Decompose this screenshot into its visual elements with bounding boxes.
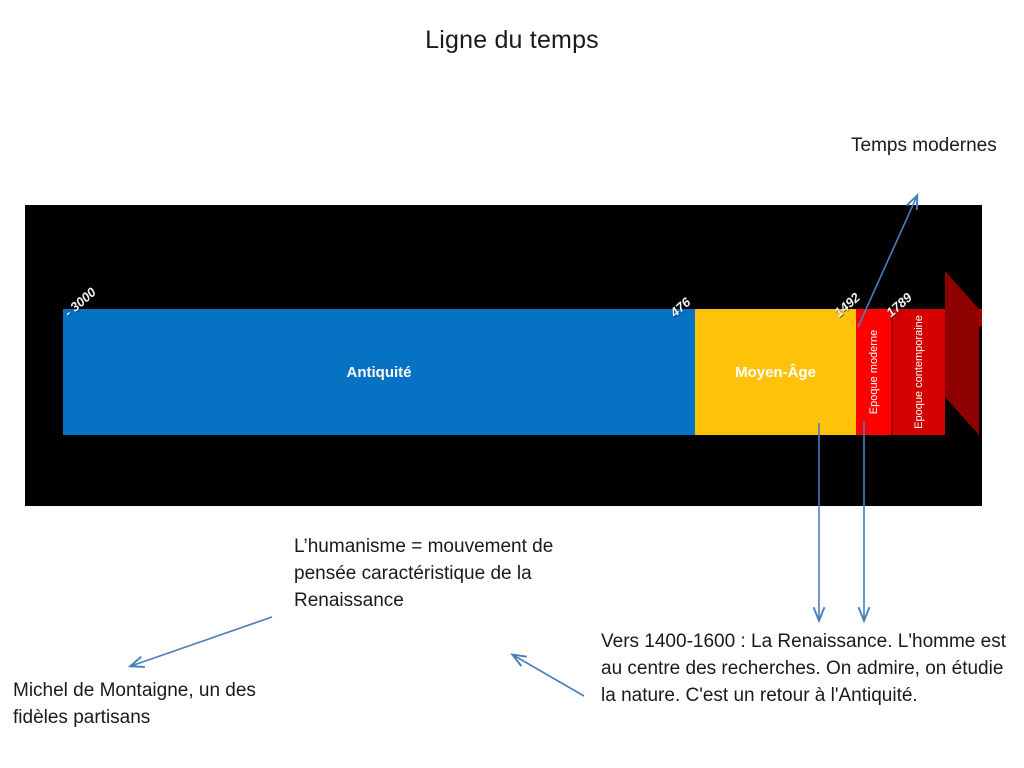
epoque-contemporaine-label: Epoque contemporaine — [912, 315, 925, 429]
epoque-moderne-label-wrap: Epoque moderne — [856, 309, 892, 435]
antiquite-label: Antiquité — [346, 363, 412, 381]
callout-temps-modernes: Temps modernes — [851, 135, 997, 156]
antiquite-block[interactable] — [63, 309, 695, 435]
arrow-renaissance-to-humanisme — [510, 653, 585, 697]
epoque-contemporaine-side-face — [945, 271, 979, 436]
moyen-age-block[interactable] — [695, 309, 856, 435]
epoque-contemporaine-label-wrap: Epoque contemporaine — [892, 309, 945, 435]
callout-montaigne: Michel de Montaigne, un des fidèles part… — [13, 680, 256, 728]
callout-humanisme: L’humanisme = mouvement de pensée caract… — [294, 536, 554, 611]
page-title: Ligne du temps — [425, 26, 599, 54]
callout-renaissance: Vers 1400-1600 : La Renaissance. L'homme… — [601, 631, 1006, 706]
arrow-humanisme-to-montaigne — [127, 616, 273, 668]
epoque-moderne-label: Epoque moderne — [868, 329, 880, 415]
moyen-age-label: Moyen-Âge — [735, 363, 816, 381]
timeline-diagram: Antiquité Moyen-Âge Epoque moderne Epoqu… — [25, 205, 982, 506]
red-blocks-divider — [891, 309, 893, 435]
epoque-contemporaine-block[interactable] — [892, 309, 945, 435]
epoque-moderne-block[interactable] — [856, 309, 892, 435]
